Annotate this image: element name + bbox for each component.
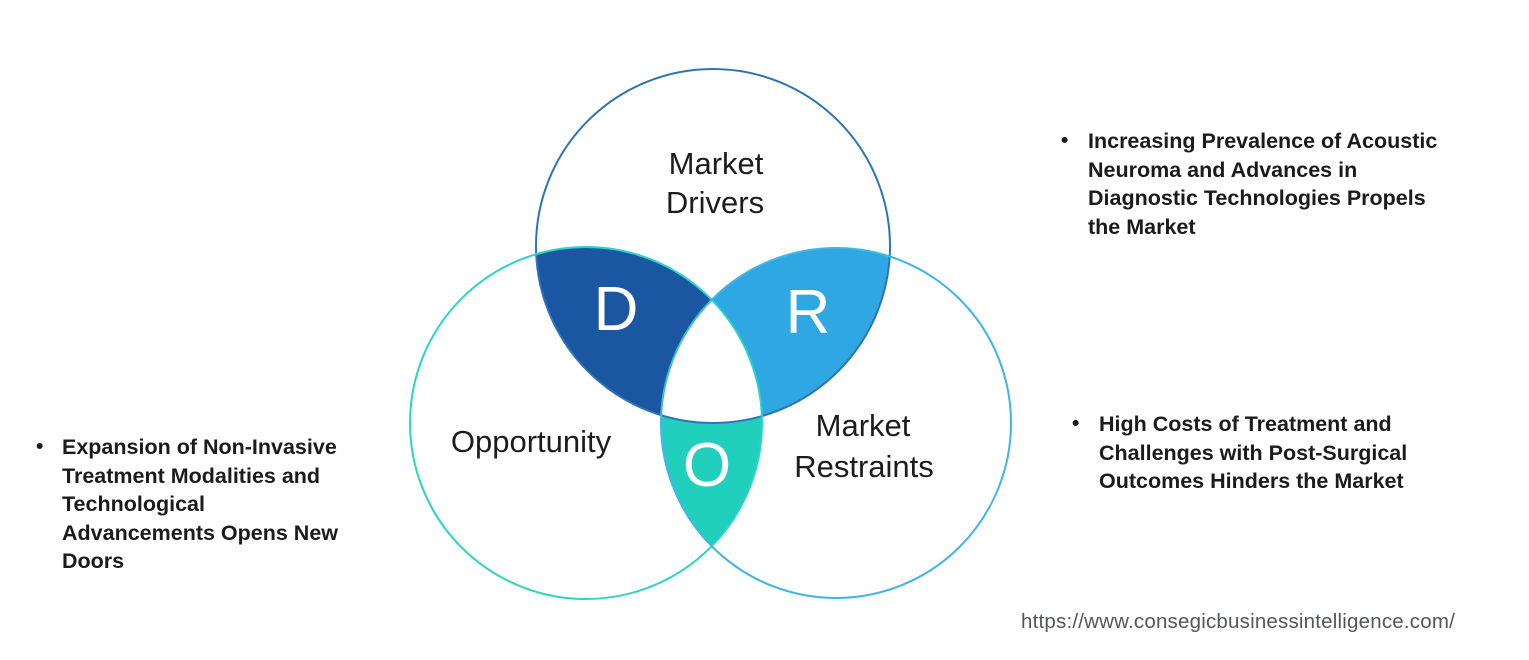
venn-letter-o: O — [683, 431, 731, 500]
label-market-drivers-line2: Drivers — [666, 185, 764, 220]
label-opportunity: Opportunity — [451, 424, 612, 459]
bullet-text: Expansion of Non-Invasive Treatment Moda… — [62, 433, 338, 576]
bullet-text-line: the Market — [1088, 214, 1196, 239]
bullet-opportunity-note: • Expansion of Non-Invasive Treatment Mo… — [36, 433, 372, 576]
venn-region-drivers-restraints-overlap — [661, 248, 890, 423]
bullet-text-line: Diagnostic Technologies Propels — [1088, 186, 1426, 210]
bullet-text-line: Technological — [62, 492, 205, 516]
label-market-restraints-line1: Market — [816, 408, 911, 443]
label-market-restraints-line2: Restraints — [794, 449, 934, 484]
bullet-restraints-note: • High Costs of Treatment and Challenges… — [1072, 410, 1450, 496]
bullet-text-line: High Costs of Treatment and — [1099, 412, 1392, 436]
venn-circle-market-drivers — [535, 68, 891, 424]
bullet-text-line: Treatment Modalities and — [62, 463, 321, 488]
bullet-text: High Costs of Treatment and Challenges w… — [1099, 410, 1407, 496]
bullet-text-line: Neuroma and Advances in — [1088, 157, 1358, 182]
source-url: https://www.consegicbusinessintelligence… — [1021, 610, 1456, 633]
bullet-text-line: Expansion of Non-Invasive — [62, 435, 337, 459]
bullet-text-line: Challenges with Post-Surgical — [1099, 440, 1408, 465]
bullet-text-line: Advancements Opens New — [62, 520, 339, 545]
bullet-marker: • — [1072, 412, 1080, 435]
venn-letter-d: D — [594, 275, 639, 344]
venn-region-drivers-opportunity-overlap — [536, 247, 762, 423]
bullet-text-line: Increasing Prevalence of Acoustic — [1088, 129, 1438, 153]
bullet-text-line: Doors — [62, 549, 125, 573]
venn-circle-opportunity — [409, 246, 763, 600]
bullet-marker: • — [36, 435, 44, 458]
bullet-marker: • — [1061, 129, 1069, 152]
bullet-text-line: Outcomes Hinders the Market — [1099, 469, 1404, 493]
bullet-text: Increasing Prevalence of Acoustic Neurom… — [1088, 127, 1437, 241]
bullet-drivers-note: • Increasing Prevalence of Acoustic Neur… — [1061, 127, 1473, 241]
venn-circle-market-restraints — [660, 247, 1012, 599]
label-market-drivers-line1: Market — [669, 146, 764, 181]
venn-letter-r: R — [786, 278, 831, 347]
